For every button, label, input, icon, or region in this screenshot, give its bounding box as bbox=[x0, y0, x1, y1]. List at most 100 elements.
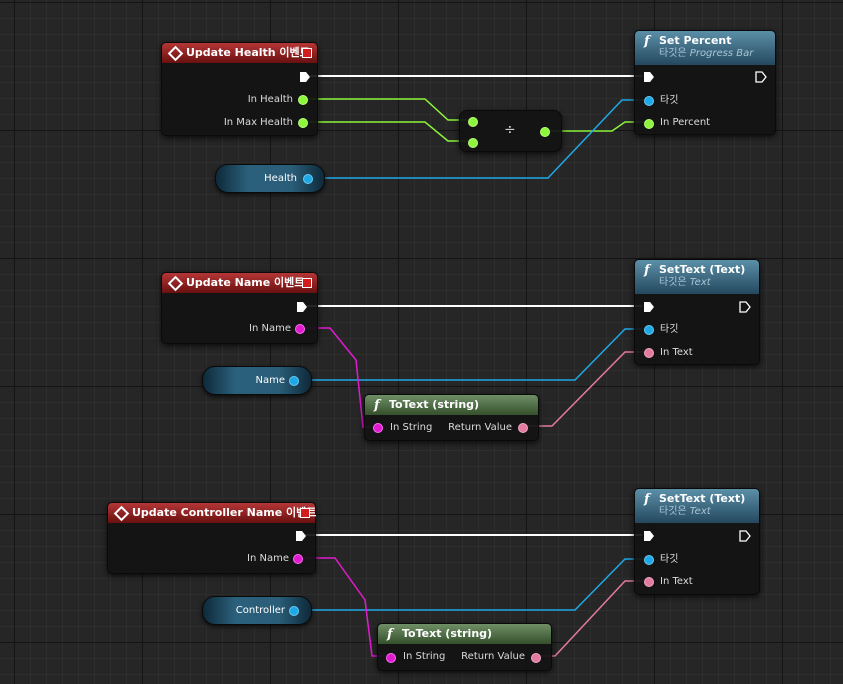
function-node-set-text[interactable]: f SetText (Text) 타깃은 Text 타깃 In Text bbox=[634, 488, 760, 595]
pin-label-target: 타깃 bbox=[660, 554, 679, 565]
object-wire bbox=[296, 328, 646, 381]
exec-out-pin[interactable] bbox=[755, 71, 767, 83]
function-node-target-info: 타깃은 Progress Bar bbox=[659, 47, 753, 61]
event-icon bbox=[113, 505, 130, 522]
event-node-title: Update Name 이벤트 bbox=[186, 276, 305, 289]
variable-node-controller[interactable]: Controller bbox=[202, 596, 312, 625]
target-prefix: 타깃은 bbox=[659, 506, 687, 517]
pin-label-in-name: In Name bbox=[249, 323, 291, 334]
delegate-pin-icon[interactable] bbox=[300, 508, 310, 518]
pin-label-in-percent: In Percent bbox=[660, 117, 711, 128]
pin-divide-result[interactable] bbox=[540, 127, 550, 137]
function-node-set-text[interactable]: f SetText (Text) 타깃은 Text 타깃 In Text bbox=[634, 259, 760, 365]
variable-node-health[interactable]: Health bbox=[215, 164, 325, 193]
pin-label-in-string: In String bbox=[403, 651, 446, 662]
exec-out-pin[interactable] bbox=[299, 71, 311, 83]
float-wire bbox=[306, 98, 469, 121]
event-node-update-health[interactable]: Update Health 이벤트 In Health In Max Healt… bbox=[161, 42, 318, 136]
function-node-header: f ToText (string) bbox=[378, 624, 551, 644]
function-node-to-text-string[interactable]: f ToText (string) In String Return Value bbox=[364, 394, 539, 441]
pin-in-percent[interactable] bbox=[644, 119, 654, 129]
pin-in-name[interactable] bbox=[295, 324, 305, 334]
text-wire bbox=[522, 351, 646, 427]
target-type: Text bbox=[689, 506, 711, 517]
exec-in-pin[interactable] bbox=[643, 301, 655, 313]
function-node-title: SetText (Text) bbox=[659, 263, 746, 276]
function-node-header: f ToText (string) bbox=[365, 395, 538, 415]
pin-label-target: 타깃 bbox=[660, 95, 679, 106]
event-node-update-name[interactable]: Update Name 이벤트 In Name bbox=[161, 272, 318, 344]
function-node-target-info: 타깃은 Text bbox=[659, 505, 711, 519]
pin-in-health[interactable] bbox=[298, 95, 308, 105]
pin-return-value[interactable] bbox=[531, 653, 541, 663]
function-node-header: f SetText (Text) 타깃은 Text bbox=[635, 489, 759, 523]
object-wire bbox=[296, 558, 646, 611]
variable-label: Controller bbox=[235, 605, 285, 616]
event-node-header: Update Name 이벤트 bbox=[162, 273, 317, 293]
text-wire bbox=[536, 580, 646, 657]
pin-in-string[interactable] bbox=[386, 653, 396, 663]
function-node-title: Set Percent bbox=[659, 34, 732, 47]
exec-out-pin[interactable] bbox=[739, 301, 751, 313]
pin-target[interactable] bbox=[644, 96, 654, 106]
pin-label-return-value: Return Value bbox=[448, 422, 512, 433]
delegate-pin-icon[interactable] bbox=[302, 48, 312, 58]
function-node-title: ToText (string) bbox=[402, 627, 493, 640]
delegate-pin-icon[interactable] bbox=[302, 278, 312, 288]
pin-in-string[interactable] bbox=[373, 423, 383, 433]
variable-label: Name bbox=[255, 375, 285, 386]
pin-label-return-value: Return Value bbox=[461, 651, 525, 662]
variable-label: Health bbox=[264, 173, 297, 184]
divide-node[interactable]: ÷ bbox=[459, 110, 562, 152]
function-node-to-text-string[interactable]: f ToText (string) In String Return Value bbox=[377, 623, 552, 671]
divide-operator: ÷ bbox=[504, 122, 516, 138]
target-prefix: 타깃은 bbox=[659, 48, 687, 59]
exec-in-pin[interactable] bbox=[643, 530, 655, 542]
pin-target[interactable] bbox=[644, 555, 654, 565]
exec-out-pin[interactable] bbox=[739, 530, 751, 542]
pin-label-in-text: In Text bbox=[660, 576, 693, 587]
function-node-title: SetText (Text) bbox=[659, 492, 746, 505]
function-node-target-info: 타깃은 Text bbox=[659, 276, 711, 290]
pin-label-in-max-health: In Max Health bbox=[223, 117, 293, 128]
function-node-title: ToText (string) bbox=[389, 398, 480, 411]
pin-label-in-health: In Health bbox=[247, 94, 293, 105]
function-node-header: f Set Percent 타깃은 Progress Bar bbox=[635, 31, 775, 65]
event-node-header: Update Controller Name 이벤트 bbox=[108, 503, 317, 523]
pin-label-in-string: In String bbox=[390, 422, 433, 433]
pin-label-in-text: In Text bbox=[660, 347, 693, 358]
pin-in-text[interactable] bbox=[644, 348, 654, 358]
function-node-header: f SetText (Text) 타깃은 Text bbox=[635, 260, 759, 294]
exec-out-pin[interactable] bbox=[296, 301, 308, 313]
pin-return-value[interactable] bbox=[518, 423, 528, 433]
pin-variable-out[interactable] bbox=[303, 174, 313, 184]
exec-out-pin[interactable] bbox=[295, 530, 307, 542]
pin-divide-a[interactable] bbox=[468, 117, 478, 127]
function-icon: f bbox=[374, 398, 380, 413]
pin-in-max-health[interactable] bbox=[298, 118, 308, 128]
target-prefix: 타깃은 bbox=[659, 277, 687, 288]
function-icon: f bbox=[644, 34, 650, 49]
pin-variable-out[interactable] bbox=[289, 606, 299, 616]
pin-label-target: 타깃 bbox=[660, 324, 679, 335]
function-icon: f bbox=[387, 627, 393, 642]
exec-in-pin[interactable] bbox=[643, 71, 655, 83]
target-type: Text bbox=[689, 277, 711, 288]
variable-node-name[interactable]: Name bbox=[202, 366, 312, 395]
event-node-title: Update Controller Name 이벤트 bbox=[132, 506, 317, 519]
pin-variable-out[interactable] bbox=[289, 376, 299, 386]
pin-label-in-name: In Name bbox=[247, 553, 289, 564]
float-wire bbox=[306, 121, 469, 142]
pin-in-text[interactable] bbox=[644, 577, 654, 587]
event-node-title: Update Health 이벤트 bbox=[186, 46, 310, 59]
event-node-header: Update Health 이벤트 bbox=[162, 43, 317, 63]
pin-divide-b[interactable] bbox=[468, 138, 478, 148]
pin-in-name[interactable] bbox=[293, 554, 303, 564]
pin-target[interactable] bbox=[644, 325, 654, 335]
function-node-set-percent[interactable]: f Set Percent 타깃은 Progress Bar 타깃 In Per… bbox=[634, 30, 776, 135]
function-icon: f bbox=[644, 492, 650, 507]
function-icon: f bbox=[644, 263, 650, 278]
event-node-update-controller-name[interactable]: Update Controller Name 이벤트 In Name bbox=[107, 502, 316, 574]
target-type: Progress Bar bbox=[689, 48, 754, 59]
event-icon bbox=[167, 45, 184, 62]
